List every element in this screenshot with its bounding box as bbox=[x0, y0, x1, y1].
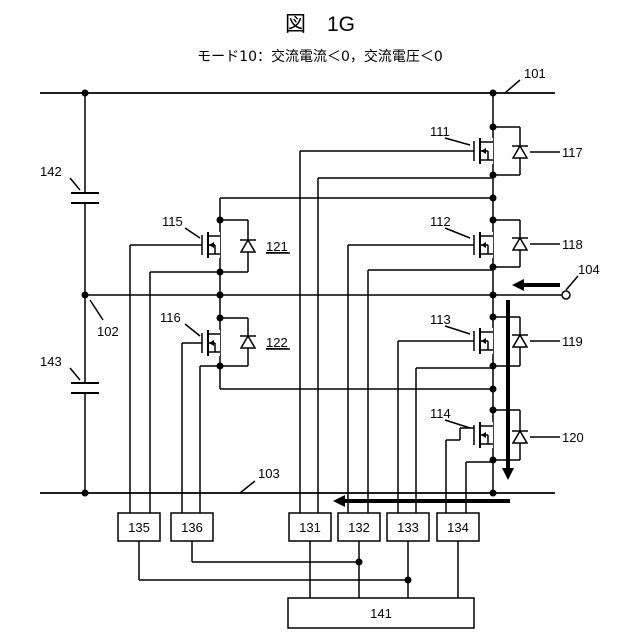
terminal-104 bbox=[562, 291, 570, 299]
label-102: 102 bbox=[97, 324, 119, 339]
controller-label: 141 bbox=[370, 606, 392, 621]
switch-115 bbox=[130, 232, 220, 513]
driver-label-135: 135 bbox=[128, 520, 150, 535]
label-117: 117 bbox=[562, 145, 583, 160]
label-113: 113 bbox=[430, 312, 451, 327]
label-101: 101 bbox=[524, 66, 546, 81]
driver-label-134: 134 bbox=[447, 520, 469, 535]
switch-116 bbox=[182, 330, 220, 513]
diode-122 bbox=[240, 336, 256, 348]
label-121: 121 bbox=[266, 239, 288, 254]
label-143: 143 bbox=[40, 354, 62, 369]
driver-box-134: 134 bbox=[437, 513, 479, 541]
driver-label-131: 131 bbox=[299, 520, 321, 535]
label-142: 142 bbox=[40, 164, 62, 179]
driver-label-133: 133 bbox=[397, 520, 419, 535]
label-111: 111 bbox=[430, 124, 450, 139]
label-112: 112 bbox=[430, 214, 451, 229]
driver-box-132: 132 bbox=[338, 513, 380, 541]
label-115: 115 bbox=[162, 214, 183, 229]
driver-label-136: 136 bbox=[181, 520, 203, 535]
driver-box-135: 135 bbox=[118, 513, 160, 541]
diode-119 bbox=[512, 335, 528, 347]
label-119: 119 bbox=[562, 334, 583, 349]
label-114: 114 bbox=[430, 406, 451, 421]
driver-box-136: 136 bbox=[171, 513, 213, 541]
switch-111 bbox=[300, 138, 493, 164]
label-104: 104 bbox=[578, 262, 600, 277]
driver-box-133: 133 bbox=[387, 513, 429, 541]
controller-141: 141 bbox=[288, 598, 474, 628]
switch-113 bbox=[398, 328, 493, 354]
diode-117 bbox=[512, 146, 528, 158]
label-122: 122 bbox=[266, 335, 288, 350]
label-118: 118 bbox=[562, 237, 583, 252]
driver-label-132: 132 bbox=[348, 520, 370, 535]
label-116: 116 bbox=[160, 310, 181, 325]
diode-118 bbox=[512, 238, 528, 250]
switch-112 bbox=[348, 232, 493, 258]
diode-120 bbox=[512, 431, 528, 443]
label-103: 103 bbox=[258, 466, 280, 481]
diode-121 bbox=[240, 240, 256, 252]
label-120: 120 bbox=[562, 430, 584, 445]
driver-box-131: 131 bbox=[289, 513, 331, 541]
